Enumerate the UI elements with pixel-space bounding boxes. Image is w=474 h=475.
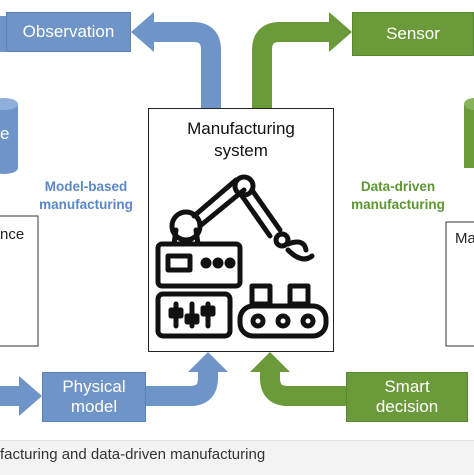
smart-decision-label-1: Smart — [384, 376, 430, 396]
smart-decision-label-2: decision — [375, 397, 439, 416]
figure-caption: facturing and data-driven manufacturing — [0, 446, 266, 463]
right-database-cylinder — [464, 98, 474, 168]
arrow-from-physical-model — [146, 368, 218, 406]
caption-strip — [0, 440, 474, 475]
robot-arm-conveyor-icon — [155, 174, 329, 339]
arrowhead-left-edge — [19, 376, 42, 416]
sensor-box: Sensor — [352, 12, 474, 56]
sensor-label: Sensor — [386, 23, 440, 43]
model-based-label-2: manufacturing — [39, 197, 133, 213]
observation-label: Observation — [22, 21, 115, 41]
data-driven-label-2: manufacturing — [351, 197, 445, 213]
right-partial-box — [445, 221, 474, 347]
observation-box: Observation — [6, 12, 131, 52]
left-partial-box-text: nce — [0, 226, 25, 243]
smart-decision-box: Smart decision — [346, 372, 468, 422]
data-driven-label-1: Data-driven — [360, 179, 436, 194]
model-based-label-1: Model-based — [44, 179, 128, 194]
diagram-canvas: Observation Sensor Physical model Smart … — [0, 12, 474, 422]
arrow-from-smart-decision — [260, 368, 346, 406]
right-partial-box-text: Ma — [455, 230, 474, 247]
manufacturing-system-title-2: system — [214, 141, 268, 161]
data-driven-label: Data-driven manufacturing — [338, 178, 458, 214]
left-cylinder-text: e — [0, 124, 10, 143]
left-partial-box — [0, 215, 39, 347]
physical-model-label-1: Physical — [62, 376, 126, 396]
physical-model-box: Physical model — [42, 372, 146, 422]
arrowhead-observation — [131, 12, 154, 52]
arrow-to-observation — [150, 22, 221, 108]
arrow-to-sensor — [252, 22, 330, 108]
manufacturing-system-title-1: Manufacturing — [187, 119, 295, 138]
model-based-label: Model-based manufacturing — [26, 178, 146, 214]
left-database-cylinder — [0, 98, 18, 174]
connector-arrows — [0, 12, 474, 416]
arrowhead-sensor — [329, 12, 352, 52]
physical-model-label-2: model — [70, 397, 118, 416]
arrowhead-smart-decision — [250, 352, 290, 372]
manufacturing-system-title: Manufacturing system — [148, 118, 334, 162]
arrowhead-physical-model — [188, 352, 228, 372]
